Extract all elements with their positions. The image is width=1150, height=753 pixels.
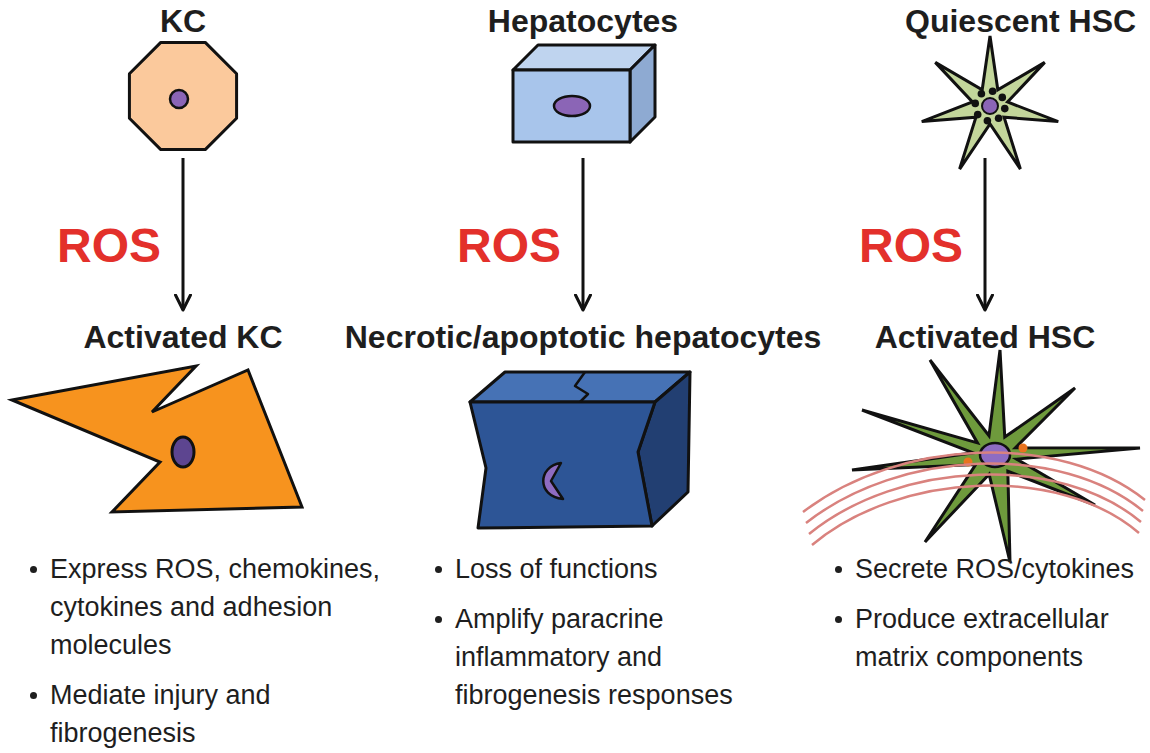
- cell-body: [129, 42, 236, 149]
- bullet-item: Secrete ROS/cytokines: [835, 550, 1145, 588]
- kupffer-cell-node: KC: [113, 2, 253, 152]
- cell-heading: Activated HSC: [835, 318, 1135, 356]
- activated-kc-node: Activated KCExpress ROS, chemokines, cyt…: [13, 318, 353, 748]
- crack-line: [575, 372, 588, 402]
- bullet-item: Loss of functions: [435, 550, 755, 588]
- ros-arrow: [984, 158, 987, 310]
- bullet-dot: [435, 566, 442, 573]
- lipid-droplet: [995, 114, 1003, 122]
- nucleus: [982, 98, 998, 114]
- cell-heading: Activated KC: [13, 318, 353, 356]
- cell-heading: Hepatocytes: [483, 2, 683, 40]
- cell-body: [12, 366, 302, 512]
- bullet-text: Loss of functions: [455, 550, 755, 588]
- quiescent-hsc-node: Quiescent HSC: [905, 2, 1065, 152]
- granule: [1019, 444, 1028, 453]
- lipid-droplet: [974, 111, 982, 119]
- cube-front: [470, 402, 655, 528]
- bullet-dot: [835, 616, 842, 623]
- hepatocyte-node: Hepatocytes: [483, 2, 683, 152]
- bullet-item: Mediate injury and fibrogenesis: [30, 676, 390, 752]
- lipid-droplet: [984, 117, 992, 125]
- matrix-fiber: [812, 486, 1139, 545]
- bullet-list: Secrete ROS/cytokinesProduce extracellul…: [835, 550, 1145, 676]
- bullet-text: Express ROS, chemokines, cytokines and a…: [50, 550, 390, 664]
- activated-hsc-illustration: [835, 318, 1135, 748]
- bullet-dot: [30, 566, 37, 573]
- ros-arrow: [182, 158, 185, 310]
- damaged-hepatocyte-node: Necrotic/apoptotic hepatocytesLoss of fu…: [313, 318, 853, 748]
- cell-body: [922, 36, 1058, 169]
- bullet-item: Amplify paracrine inflammatory and fibro…: [435, 600, 755, 714]
- cube-front: [513, 70, 630, 142]
- lipid-droplet: [989, 87, 997, 95]
- bullet-text: Produce extracellular matrix components: [855, 600, 1145, 676]
- cell-heading: Quiescent HSC: [905, 2, 1065, 40]
- cube-top: [470, 372, 690, 402]
- activated-hsc-node: Activated HSCSecrete ROS/cytokinesProduc…: [835, 318, 1135, 748]
- bullet-list: Loss of functionsAmplify paracrine infla…: [435, 550, 755, 714]
- arrow-label: ROS: [457, 220, 561, 272]
- nucleus: [554, 96, 590, 116]
- bullet-text: Amplify paracrine inflammatory and fibro…: [455, 600, 755, 714]
- bullet-text: Secrete ROS/cytokines: [855, 550, 1145, 588]
- cell-heading: KC: [113, 2, 253, 40]
- bullet-text: Mediate injury and fibrogenesis: [50, 676, 390, 752]
- bullet-list: Express ROS, chemokines, cytokines and a…: [30, 550, 390, 752]
- lipid-droplet: [971, 100, 979, 108]
- lipid-droplet: [998, 94, 1006, 102]
- nucleus: [172, 437, 194, 467]
- bullet-item: Express ROS, chemokines, cytokines and a…: [30, 550, 390, 664]
- bullet-dot: [435, 616, 442, 623]
- cell-heading: Necrotic/apoptotic hepatocytes: [313, 318, 853, 356]
- lipid-droplet: [1001, 105, 1009, 113]
- nucleus: [170, 90, 188, 108]
- bullet-item: Produce extracellular matrix components: [835, 600, 1145, 676]
- arrow-label: ROS: [859, 220, 963, 272]
- cube-side: [630, 45, 655, 142]
- bullet-dot: [835, 566, 842, 573]
- arrow-label: ROS: [57, 220, 161, 272]
- bullet-dot: [30, 692, 37, 699]
- nucleus: [543, 463, 563, 499]
- ros-arrow: [582, 158, 585, 310]
- cell-body: [852, 350, 1140, 562]
- lipid-droplet: [978, 90, 986, 98]
